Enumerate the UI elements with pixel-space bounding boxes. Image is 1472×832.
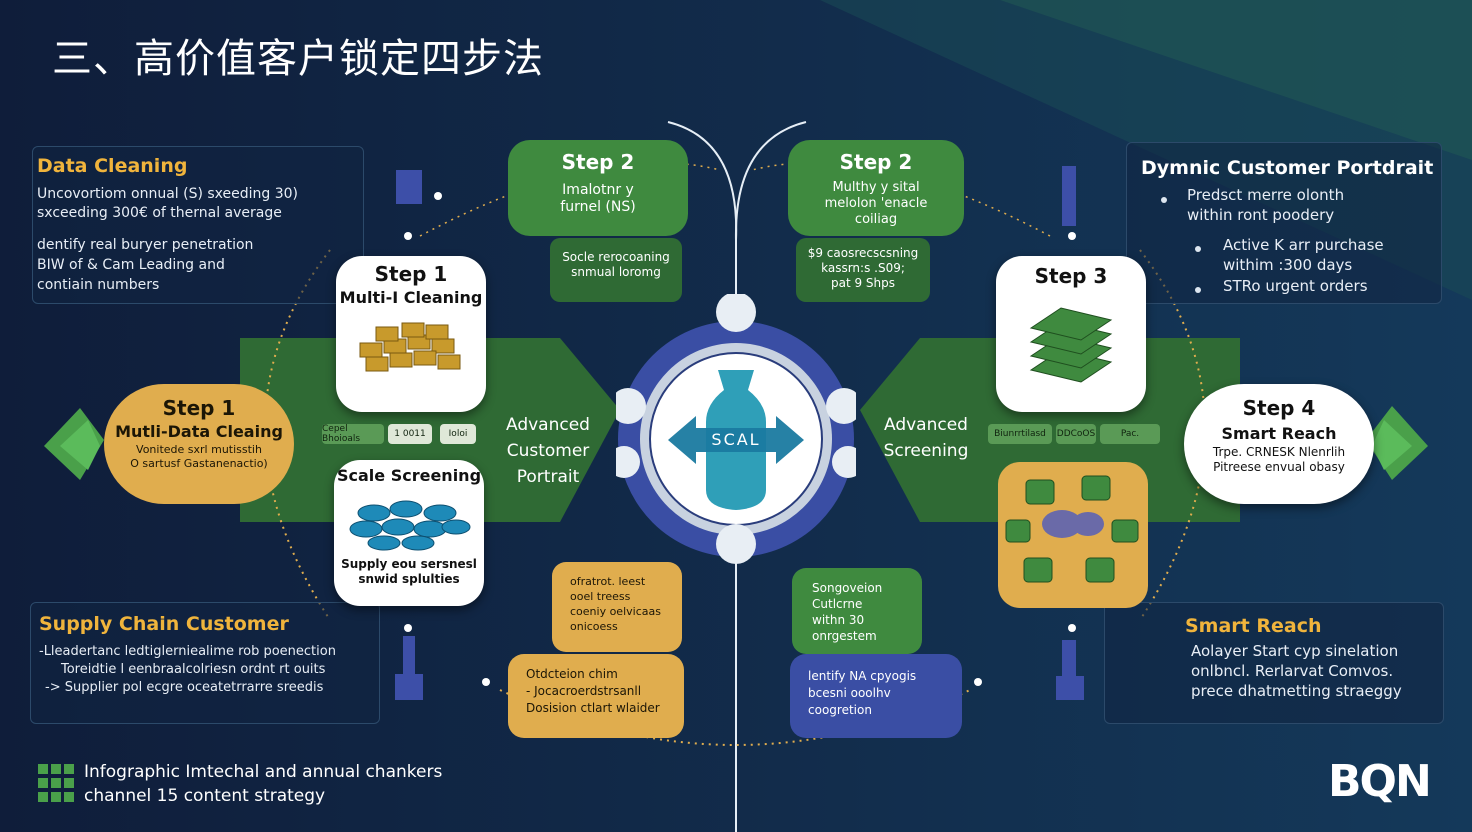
step2-left-card: Step 2 Imalotnr y furnel (NS) bbox=[508, 140, 688, 236]
page-title: 三、高价值客户锁定四步法 bbox=[52, 36, 544, 82]
footer-text: Infographic Imtechal and annual chankers… bbox=[84, 762, 443, 806]
step1-gold-subheading: Mutli-Data Cleaing bbox=[115, 422, 283, 441]
portrait-item-2: Active K arr purchase withim :300 days bbox=[1223, 236, 1384, 274]
bottom-gold-callout-2-text: Otdcteion chim - Jocacroerdstrsanll Dosi… bbox=[526, 667, 660, 715]
step2-left-text: Imalotnr y furnel (NS) bbox=[560, 182, 636, 215]
bottom-green-callout: Songoveion Cutlcrne withn 30 onrgestem bbox=[792, 568, 922, 654]
bottom-green-callout-text: Songoveion Cutlcrne withn 30 onrgestem bbox=[812, 581, 883, 643]
data-cleaning-line1: Uncovortiom onnual (S) sxeeding 30) sxce… bbox=[37, 186, 299, 221]
bottom-purple-callout: lentify NA cpyogis bcesni ooolhv coogret… bbox=[790, 654, 962, 738]
step2-left-subcard: Socle rerocoaning snmual loromg bbox=[550, 238, 682, 302]
step1-card: Step 1 Multi-I Cleaning bbox=[336, 256, 486, 412]
chip-left-3: Ioloi bbox=[440, 424, 476, 444]
supply-chain-line-1: -Lleadertanc ledtiglerniealime rob poene… bbox=[39, 644, 336, 659]
bottom-gold-callout-1-text: ofratrot. leest ooel treess coeniy oelvi… bbox=[570, 575, 661, 633]
bottom-gold-callout-2: Otdcteion chim - Jocacroerdstrsanll Dosi… bbox=[508, 654, 684, 738]
central-hub bbox=[616, 294, 856, 564]
smart-reach-panel-title: Smart Reach bbox=[1185, 615, 1322, 637]
hub-label: SCAL bbox=[711, 430, 761, 449]
step1-gold-heading: Step 1 bbox=[162, 396, 236, 420]
customer-portrait-panel: Dymnic Customer Portdrait Predsct merre … bbox=[1126, 142, 1442, 304]
bullet-icon bbox=[1161, 197, 1167, 203]
bullet-icon bbox=[1195, 246, 1201, 252]
data-cleaning-line2: dentify real buryer penetration BIW of &… bbox=[37, 237, 254, 293]
green-stack-icon bbox=[1029, 307, 1113, 383]
step2-left-heading: Step 2 bbox=[561, 150, 635, 174]
step3-heading: Step 3 bbox=[1034, 264, 1108, 288]
chip-right-2: DDCoOS bbox=[1056, 424, 1096, 444]
step2-right-subcard: $9 caosrecscsning kassrn:s .S09; pat 9 S… bbox=[796, 238, 930, 302]
step2-right-text: Multhy y sital melolon 'enacle coiliag bbox=[824, 180, 928, 227]
portrait-item-3: STRo urgent orders bbox=[1223, 277, 1368, 295]
step4-text: Trpe. CRNESK Nlenrlih Pitreese envual ob… bbox=[1212, 445, 1346, 474]
supply-chain-title: Supply Chain Customer bbox=[39, 613, 289, 635]
step2-right-heading: Step 2 bbox=[839, 150, 913, 174]
bottom-gold-callout-1: ofratrot. leest ooel treess coeniy oelvi… bbox=[552, 562, 682, 652]
step4-card: Step 4 Smart Reach Trpe. CRNESK Nlenrlih… bbox=[1184, 384, 1374, 504]
grid-logo-icon bbox=[38, 764, 74, 802]
network-icon bbox=[1005, 475, 1139, 583]
step2-left-subtext: Socle rerocoaning snmual loromg bbox=[562, 250, 670, 279]
smart-reach-panel-text: Aolayer Start cyp sinelation onlbncl. Re… bbox=[1191, 642, 1402, 700]
step2-right-subtext: $9 caosrecscsning kassrn:s .S09; pat 9 S… bbox=[807, 246, 919, 290]
scale-screening-text: Supply eou sersnesl snwid splulties bbox=[341, 557, 477, 586]
brand-logo: BQN bbox=[1328, 756, 1432, 807]
customer-portrait-title: Dymnic Customer Portdrait bbox=[1141, 157, 1434, 179]
supply-chain-panel: Supply Chain Customer -Lleadertanc ledti… bbox=[30, 602, 380, 724]
advanced-customer-portrait-label: Advanced Customer Portrait bbox=[506, 415, 590, 487]
advanced-screening-label: Advanced Screening bbox=[883, 415, 969, 461]
scale-screening-heading: Scale Screening bbox=[336, 466, 482, 485]
chip-right-1: Biunrrtilasd bbox=[988, 424, 1052, 444]
step1-card-heading: Step 1 bbox=[374, 262, 448, 286]
supply-chain-line-3: -> Supplier pol ecgre oceatetrrarre sree… bbox=[45, 680, 324, 695]
scale-screening-card: Scale Screening Supply eou sersnesl snwi… bbox=[334, 460, 484, 606]
step2-right-card: Step 2 Multhy y sital melolon 'enacle co… bbox=[788, 140, 964, 236]
step4-subheading: Smart Reach bbox=[1221, 424, 1337, 443]
portrait-item-1: Predsct merre olonth within ront poodery bbox=[1187, 186, 1345, 224]
step1-gold-card: Step 1 Mutli-Data Cleaing Vonitede sxrl … bbox=[104, 384, 294, 504]
step3-card: Step 3 bbox=[996, 256, 1146, 412]
step1-gold-text: Vonitede sxrl mutisstih O sartusf Gastan… bbox=[130, 443, 268, 470]
blue-coins-icon bbox=[349, 500, 471, 551]
smart-reach-panel: Smart Reach Aolayer Start cyp sinelation… bbox=[1104, 602, 1444, 724]
step1-card-subheading: Multi-I Cleaning bbox=[339, 288, 483, 307]
bullet-icon bbox=[1195, 287, 1201, 293]
chip-right-3: Pac. bbox=[1100, 424, 1160, 444]
gold-blocks-icon bbox=[359, 322, 461, 372]
step4-heading: Step 4 bbox=[1242, 396, 1316, 420]
chip-left-2: 1 0011 bbox=[388, 424, 432, 444]
bottom-purple-callout-text: lentify NA cpyogis bcesni ooolhv coogret… bbox=[808, 669, 917, 717]
chip-left-1: Cepel Bhoioals bbox=[322, 424, 384, 444]
data-cleaning-title: Data Cleaning bbox=[37, 155, 188, 177]
supply-chain-line-2: Toreidtie l eenbraalcolriesn ordnt rt ou… bbox=[61, 662, 326, 677]
network-card bbox=[998, 462, 1148, 608]
data-cleaning-panel: Data Cleaning Uncovortiom onnual (S) sxe… bbox=[32, 146, 364, 304]
